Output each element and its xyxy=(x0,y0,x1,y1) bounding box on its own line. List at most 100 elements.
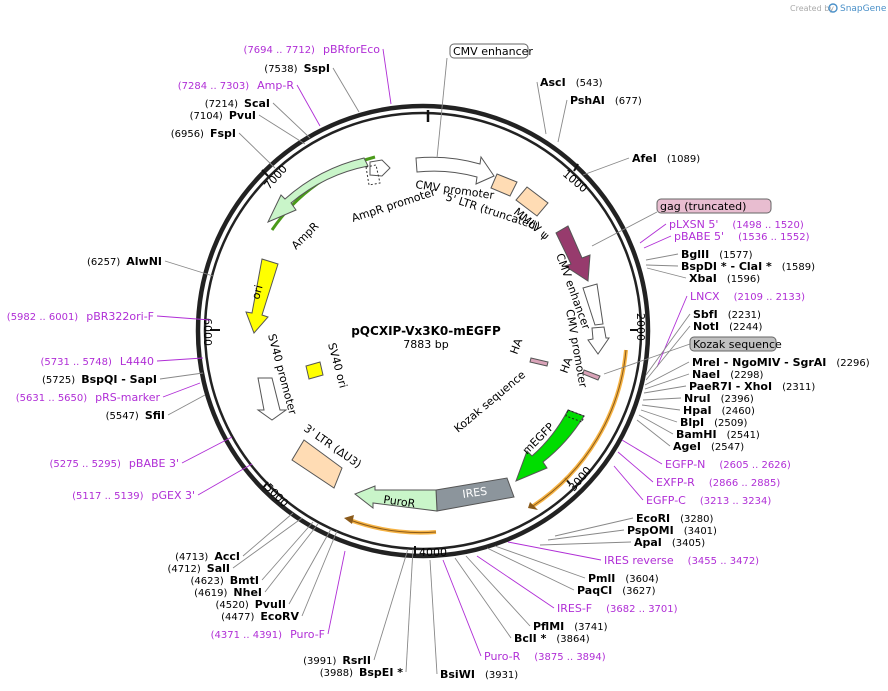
primer-prs-marker[interactable]: pRS-marker(5631 .. 5650) xyxy=(16,391,161,404)
site-name: BlpI xyxy=(680,416,704,429)
primer-exfp-r[interactable]: EXFP-R(2866 .. 2885) xyxy=(656,476,780,489)
primer-egfp-c[interactable]: EGFP-C(3213 .. 3234) xyxy=(646,494,771,507)
site-position: (7284 .. 7303) xyxy=(178,81,250,92)
site-pspomi[interactable]: PspOMI(3401) xyxy=(627,524,717,537)
feature-ampr-promoter[interactable] xyxy=(369,159,391,177)
site-fspi[interactable]: FspI(6956) xyxy=(171,127,236,140)
site-pvuii[interactable]: PvuII(4520) xyxy=(215,598,286,611)
primer-l4440[interactable]: L4440(5731 .. 5748) xyxy=(40,355,154,368)
callout-leader-cmv-enhancer xyxy=(436,57,448,159)
site-bspei[interactable]: BspEI *(3988) xyxy=(320,666,404,679)
site-name: PspOMI xyxy=(627,524,674,537)
site-name: PaqCI xyxy=(577,584,612,597)
feature-sv40-promoter[interactable] xyxy=(256,377,288,421)
site-paer7i-xhoi[interactable]: PaeR7I - XhoI(2311) xyxy=(689,380,815,393)
site-xbai[interactable]: XbaI(1596) xyxy=(689,272,760,285)
primer-pbr322ori-f[interactable]: pBR322ori-F(5982 .. 6001) xyxy=(7,310,154,323)
feature-gag[interactable] xyxy=(555,225,591,282)
site-bmti[interactable]: BmtI(4623) xyxy=(191,574,259,587)
site-bsiwi[interactable]: BsiWI(3931) xyxy=(440,668,518,681)
leader-line xyxy=(645,313,691,376)
site-position: (7104) xyxy=(190,111,223,122)
feature-3ltr[interactable] xyxy=(291,439,343,489)
site-name: XbaI xyxy=(689,272,717,285)
feature-5ltr[interactable] xyxy=(490,173,518,197)
primer-lncx[interactable]: LNCX(2109 .. 2133) xyxy=(690,290,805,303)
site-noti[interactable]: NotI(2244) xyxy=(693,320,762,333)
site-paqci[interactable]: PaqCI(3627) xyxy=(577,584,656,597)
site-asci[interactable]: AscI(543) xyxy=(540,76,603,89)
site-bspdi-clai[interactable]: BspDI * - ClaI *(1589) xyxy=(681,260,815,273)
site-name: EGFP-N xyxy=(665,458,705,471)
site-position: (3604) xyxy=(625,574,658,585)
site-position: (5982 .. 6001) xyxy=(7,312,79,323)
tick-label-4000: 4000 xyxy=(419,546,447,559)
feature-ampr[interactable] xyxy=(266,157,369,223)
site-name: BspEI * xyxy=(359,666,403,679)
site-bspqi-sapi[interactable]: BspQI - SapI(5725) xyxy=(42,373,157,386)
orf-line-bottom xyxy=(349,519,437,534)
site-mrei-ngomiv-sgrai[interactable]: MreI - NgoMIV - SgrAI(2296) xyxy=(692,356,870,369)
site-hpai[interactable]: HpaI(2460) xyxy=(683,404,755,417)
site-nrui[interactable]: NruI(2396) xyxy=(684,392,754,405)
site-blpi[interactable]: BlpI(2509) xyxy=(680,416,747,429)
leader-line xyxy=(288,528,332,605)
site-pshai[interactable]: PshAI(677) xyxy=(570,94,642,107)
site-labels: AscI(543) PshAI(677) AfeI(1089) pLXSN 5'(14… xyxy=(7,43,870,681)
site-sspi[interactable]: SspI(7538) xyxy=(264,62,330,75)
primer-amp-r[interactable]: Amp-R(7284 .. 7303) xyxy=(178,79,295,92)
site-sali[interactable]: SalI(4712) xyxy=(168,562,230,575)
feature-cmv-enhancer-right[interactable] xyxy=(582,283,604,326)
site-position: (4520) xyxy=(215,600,248,611)
site-bamhi[interactable]: BamHI(2541) xyxy=(676,428,760,441)
leader-line xyxy=(645,253,679,261)
primer-pbrforeco[interactable]: pBRforEco(7694 .. 7712) xyxy=(244,43,381,56)
site-naei[interactable]: NaeI(2298) xyxy=(692,368,764,381)
feature-ampr-fragment xyxy=(365,164,381,186)
site-pvui[interactable]: PvuI(7104) xyxy=(190,109,256,122)
site-name: FspI xyxy=(210,127,236,140)
site-nhei[interactable]: NheI(4619) xyxy=(194,586,262,599)
site-bcli[interactable]: BclI *(3864) xyxy=(514,632,590,645)
primer-egfp-n[interactable]: EGFP-N(2605 .. 2626) xyxy=(665,458,791,471)
primer-puro-f[interactable]: Puro-F(4371 .. 4391) xyxy=(211,628,325,641)
feature-sv40-ori[interactable] xyxy=(305,361,324,380)
site-scai[interactable]: ScaI(7214) xyxy=(205,97,270,110)
feature-mmlv-psi[interactable] xyxy=(515,186,549,217)
primer-ires-reverse[interactable]: IRES reverse(3455 .. 3472) xyxy=(604,554,759,567)
primer-plxsn-5[interactable]: pLXSN 5'(1498 .. 1520) xyxy=(669,218,804,231)
site-sfii[interactable]: SfiI(5547) xyxy=(106,409,165,422)
primer-ires-f[interactable]: IRES-F(3682 .. 3701) xyxy=(557,602,678,615)
site-pmli[interactable]: PmlI(3604) xyxy=(588,572,659,585)
site-position: (2231) xyxy=(728,310,761,321)
primer-pgex-3[interactable]: pGEX 3'(5117 .. 5139) xyxy=(72,489,195,502)
site-alwni[interactable]: AlwNI(6257) xyxy=(87,255,162,268)
feature-ha-1[interactable] xyxy=(529,357,549,367)
site-name: NotI xyxy=(693,320,719,333)
site-bglii[interactable]: BglII(1577) xyxy=(681,248,753,261)
feature-ha-2[interactable] xyxy=(582,369,601,381)
site-apai[interactable]: ApaI(3405) xyxy=(634,536,705,549)
site-pflmi[interactable]: PflMI(3741) xyxy=(533,620,608,633)
feature-ori[interactable] xyxy=(245,258,279,334)
label-kozak: Kozak sequence xyxy=(452,368,529,435)
site-afei[interactable]: AfeI(1089) xyxy=(632,152,700,165)
site-ecori[interactable]: EcoRI(3280) xyxy=(636,512,714,525)
site-position: (3931) xyxy=(485,670,518,681)
feature-cmv-promoter-right[interactable] xyxy=(587,326,610,355)
callout-kozak-box[interactable] xyxy=(689,336,777,352)
site-agei[interactable]: AgeI(2547) xyxy=(673,440,744,453)
primer-puro-r[interactable]: Puro-R(3875 .. 3894) xyxy=(484,650,606,663)
leader-line xyxy=(536,81,547,135)
feature-puror[interactable] xyxy=(354,485,438,512)
site-sbfi[interactable]: SbfI(2231) xyxy=(693,308,761,321)
callout-gag-box[interactable] xyxy=(656,198,772,214)
primer-pbabe-3[interactable]: pBABE 3'(5275 .. 5295) xyxy=(50,457,180,470)
site-ecorv[interactable]: EcoRV(4477) xyxy=(221,610,299,623)
callout-cmv-enhancer-box[interactable] xyxy=(449,43,529,59)
feature-cmv-promoter-top[interactable] xyxy=(415,155,495,185)
primer-pbabe-5[interactable]: pBABE 5'(1536 .. 1552) xyxy=(674,230,810,243)
feature-megfp[interactable] xyxy=(515,409,585,482)
site-rsrii[interactable]: RsrII(3991) xyxy=(303,654,371,667)
site-acci[interactable]: AccI(4713) xyxy=(175,550,240,563)
